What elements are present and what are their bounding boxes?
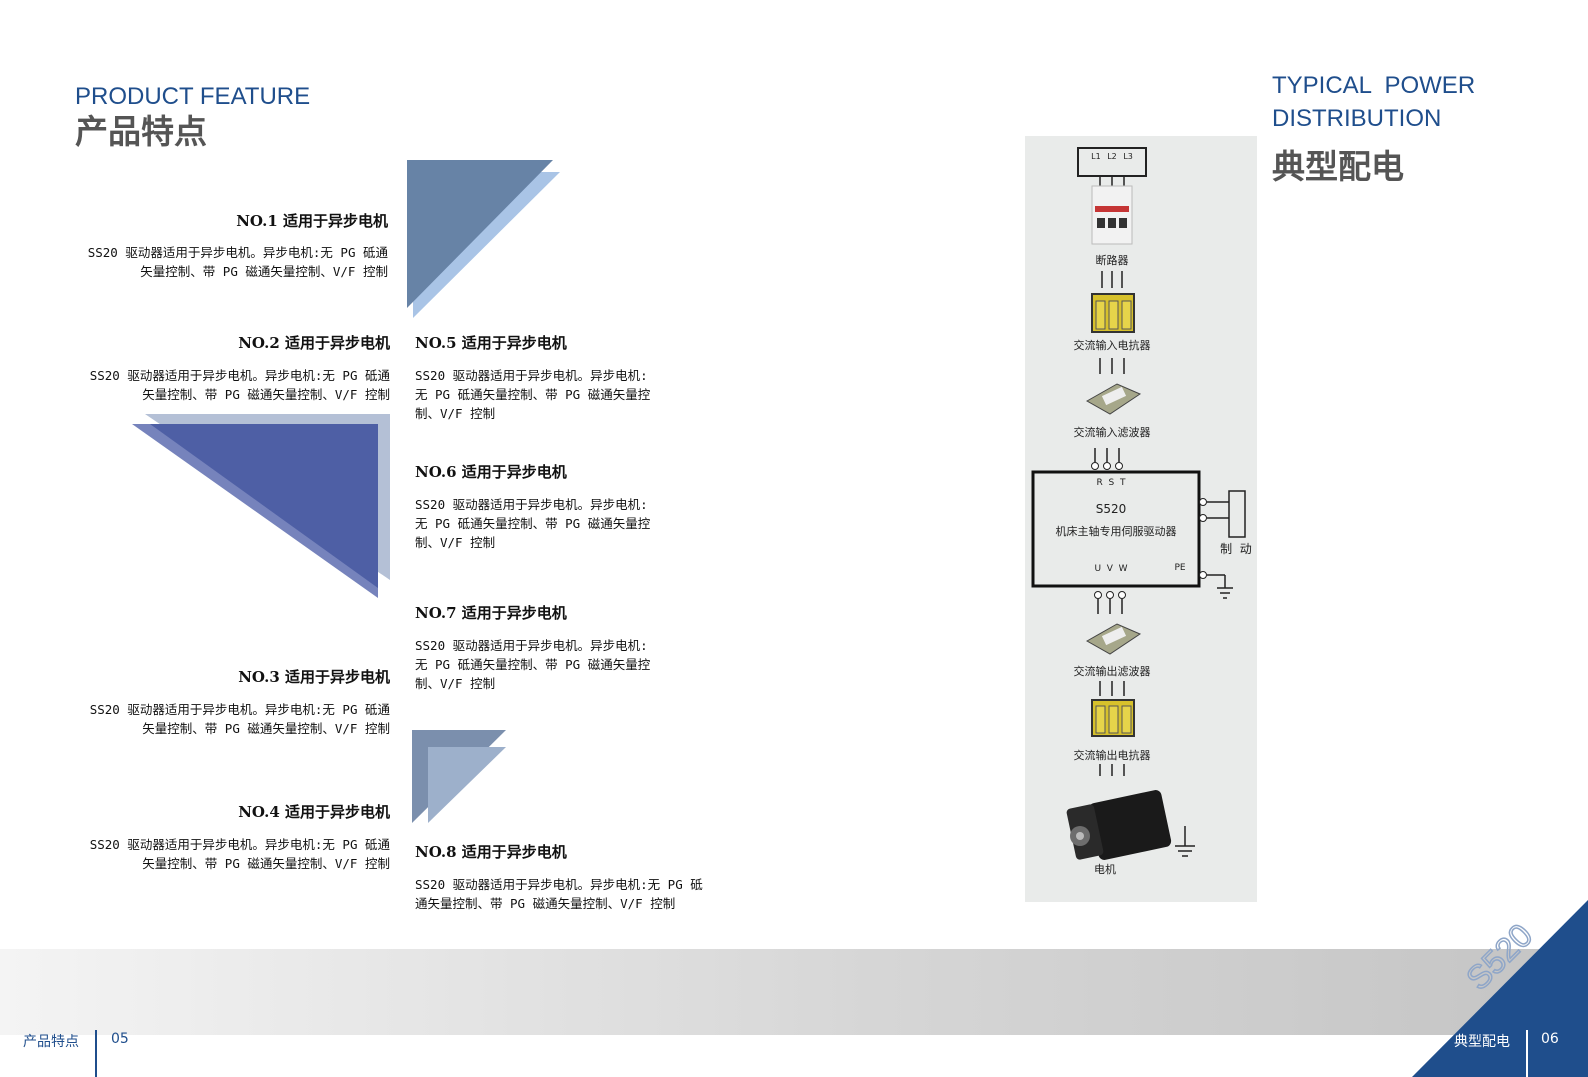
triangle-indigo-front	[150, 424, 378, 588]
feature-6-title: NO.6 适用于异步电机	[415, 463, 567, 481]
footer-right-page: 06	[1541, 1031, 1559, 1047]
feature-3-body-line1: SS20 驱动器适用于异步电机。异步电机:无 PG 砥通	[89, 702, 390, 717]
pe-label: PE	[1174, 563, 1186, 573]
feature-8-body-line1: SS20 驱动器适用于异步电机。异步电机:无 PG 砥	[415, 877, 703, 892]
triangle-pale-bottom	[428, 747, 506, 823]
feature-4-body-line2: 矢量控制、带 PG 磁通矢量控制、V/F 控制	[142, 856, 390, 871]
footer-left-label: 产品特点	[23, 1034, 79, 1050]
brake-label: 制 动	[1220, 542, 1252, 556]
feature-3-body-line2: 矢量控制、带 PG 磁通矢量控制、V/F 控制	[142, 721, 390, 736]
feature-8-body: SS20 驱动器适用于异步电机。异步电机:无 PG 砥 通矢量控制、带 PG 磁…	[415, 875, 735, 913]
feature-4-title: NO.4 适用于异步电机	[238, 803, 390, 821]
footer-left-page: 05	[111, 1031, 129, 1047]
feature-6-body: SS20 驱动器适用于异步电机。异步电机: 无 PG 砥通矢量控制、带 PG 磁…	[415, 495, 695, 552]
typical-power-title-en-line2: DISTRIBUTION	[1272, 105, 1442, 132]
product-feature-title-en: PRODUCT FEATURE	[75, 83, 311, 110]
brand-corner-triangle	[1412, 900, 1588, 1077]
feature-2-body-line1: SS20 驱动器适用于异步电机。异步电机:无 PG 砥通	[89, 368, 390, 383]
feature-5-body-line3: 制、V/F 控制	[415, 406, 496, 421]
drive-box	[1031, 470, 1201, 588]
output-reactor-label: 交流输出电抗器	[1073, 749, 1151, 762]
feature-3-body: SS20 驱动器适用于异步电机。异步电机:无 PG 砥通 矢量控制、带 PG 磁…	[20, 700, 390, 738]
source-terminal-labels: L1 L2 L3	[1078, 152, 1146, 161]
feature-1-body-line2: 矢量控制、带 PG 磁通矢量控制、V/F 控制	[140, 264, 388, 279]
triangle-steel-top	[407, 160, 553, 308]
feature-8-body-line2: 通矢量控制、带 PG 磁通矢量控制、V/F 控制	[415, 896, 676, 911]
terminal-l1: L1	[1091, 152, 1101, 161]
typical-power-title-cn: 典型配电	[1272, 147, 1404, 186]
footer-right-label: 典型配电	[1454, 1034, 1510, 1050]
diagram-wiring	[1031, 147, 1246, 860]
decorative-triangles	[132, 160, 560, 823]
input-filter-label: 交流输入滤波器	[1073, 426, 1151, 439]
brake-resistor-icon	[1228, 490, 1246, 538]
feature-6-body-line1: SS20 驱动器适用于异步电机。异步电机:	[415, 497, 648, 512]
breaker-label: 断路器	[1095, 254, 1129, 267]
output-filter-label: 交流输出滤波器	[1073, 665, 1151, 678]
motor-icon	[1066, 790, 1172, 860]
feature-1-title: NO.1 适用于异步电机	[236, 212, 388, 230]
footer-left-divider	[95, 1030, 97, 1077]
feature-2-body-line2: 矢量控制、带 PG 磁通矢量控制、V/F 控制	[142, 387, 390, 402]
typical-power-title-en-line1: TYPICAL POWER	[1272, 72, 1476, 99]
feature-7-body-line1: SS20 驱动器适用于异步电机。异步电机:	[415, 638, 648, 653]
typical-power-title-en: TYPICAL POWER DISTRIBUTION	[1272, 69, 1475, 135]
drive-model: S520	[1095, 502, 1127, 516]
feature-5-body: SS20 驱动器适用于异步电机。异步电机: 无 PG 砥通矢量控制、带 PG 磁…	[415, 366, 695, 423]
footer-right-divider	[1526, 1030, 1528, 1077]
terminal-l2: L2	[1107, 152, 1117, 161]
feature-2-body: SS20 驱动器适用于异步电机。异步电机:无 PG 砥通 矢量控制、带 PG 磁…	[20, 366, 390, 404]
feature-5-body-line2: 无 PG 砥通矢量控制、带 PG 磁通矢量控	[415, 387, 651, 402]
brand-corner: S520	[1412, 900, 1588, 1077]
feature-4-body-line1: SS20 驱动器适用于异步电机。异步电机:无 PG 砥通	[89, 837, 390, 852]
feature-4-body: SS20 驱动器适用于异步电机。异步电机:无 PG 砥通 矢量控制、带 PG 磁…	[20, 835, 390, 873]
motor-label: 电机	[1094, 863, 1116, 876]
feature-2-title: NO.2 适用于异步电机	[238, 334, 390, 352]
feature-6-body-line3: 制、V/F 控制	[415, 535, 496, 550]
feature-6-body-line2: 无 PG 砥通矢量控制、带 PG 磁通矢量控	[415, 516, 651, 531]
feature-7-body: SS20 驱动器适用于异步电机。异步电机: 无 PG 砥通矢量控制、带 PG 磁…	[415, 636, 695, 693]
feature-5-title: NO.5 适用于异步电机	[415, 334, 567, 352]
feature-7-body-line2: 无 PG 砥通矢量控制、带 PG 磁通矢量控	[415, 657, 651, 672]
feature-7-title: NO.7 适用于异步电机	[415, 604, 567, 622]
breaker-icon	[1091, 185, 1133, 245]
drive-input-terminals: R S T	[1096, 478, 1126, 488]
power-distribution-diagram: L1 L2 L3 断路器 交流输入电抗器 交流输入滤波器 R S T S520 …	[1025, 136, 1257, 902]
feature-1-body: SS20 驱动器适用于异步电机。异步电机:无 PG 砥通 矢量控制、带 PG 磁…	[20, 243, 388, 281]
feature-1-body-line1: SS20 驱动器适用于异步电机。异步电机:无 PG 砥通	[87, 245, 388, 260]
feature-8-title: NO.8 适用于异步电机	[415, 843, 567, 861]
product-feature-title-cn: 产品特点	[75, 112, 207, 151]
drive-output-terminals: U V W	[1094, 564, 1128, 574]
feature-7-body-line3: 制、V/F 控制	[415, 676, 496, 691]
input-reactor-label: 交流输入电抗器	[1073, 339, 1151, 352]
footer-band	[0, 949, 1588, 1035]
feature-5-body-line1: SS20 驱动器适用于异步电机。异步电机:	[415, 368, 648, 383]
drive-name: 机床主轴专用伺服驱动器	[1055, 525, 1177, 538]
feature-3-title: NO.3 适用于异步电机	[238, 668, 390, 686]
terminal-l3: L3	[1123, 152, 1133, 161]
